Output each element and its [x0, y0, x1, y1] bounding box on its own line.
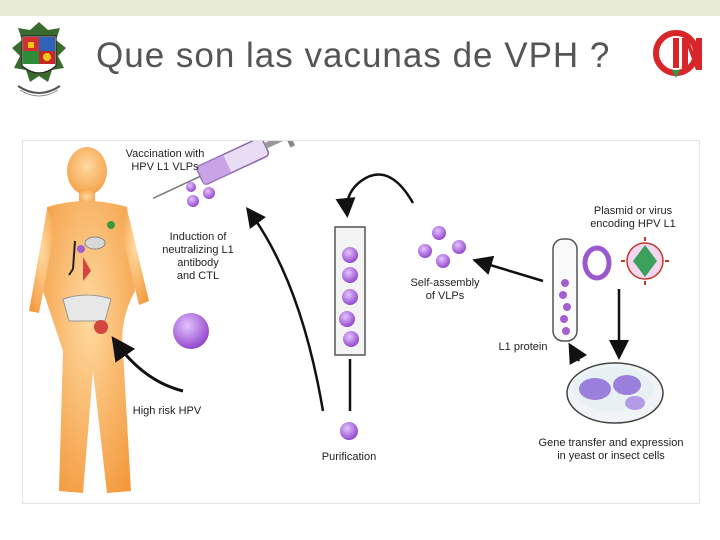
human-body-figure [29, 147, 149, 493]
label-gene-transfer: Gene transfer and expression in yeast or… [538, 437, 684, 462]
hpv-vaccine-diagram: Vaccination with HPV L1 VLPs Induction o… [22, 140, 700, 504]
label-l1-protein: L1 protein [498, 341, 548, 353]
purification-tube-icon [334, 226, 366, 440]
label-induction: Induction of neutralizing L1 antibody an… [162, 231, 234, 282]
virus-icon [621, 237, 669, 285]
petri-dish-icon [566, 362, 664, 424]
plasmid-icon [582, 245, 612, 281]
label-plasmid: Plasmid or virus encoding HPV L1 [590, 205, 676, 230]
label-purification: Purification [321, 451, 377, 463]
label-self-assembly: Self-assembly of VLPs [410, 277, 480, 302]
university-crest-icon [12, 22, 66, 97]
diagram-canvas [29, 141, 669, 493]
organization-logo-icon [653, 30, 702, 78]
header-band [0, 0, 720, 16]
syringe-icon [152, 141, 295, 199]
label-high-risk-hpv: High risk HPV [132, 405, 202, 417]
slide-title: Que son las vacunas de VPH ? [96, 36, 611, 75]
l1-protein-tube-icon [552, 238, 578, 342]
vlp-cluster-icon [418, 226, 466, 268]
label-vaccination: Vaccination with HPV L1 VLPs [125, 148, 205, 173]
hpv-particle [173, 313, 209, 349]
